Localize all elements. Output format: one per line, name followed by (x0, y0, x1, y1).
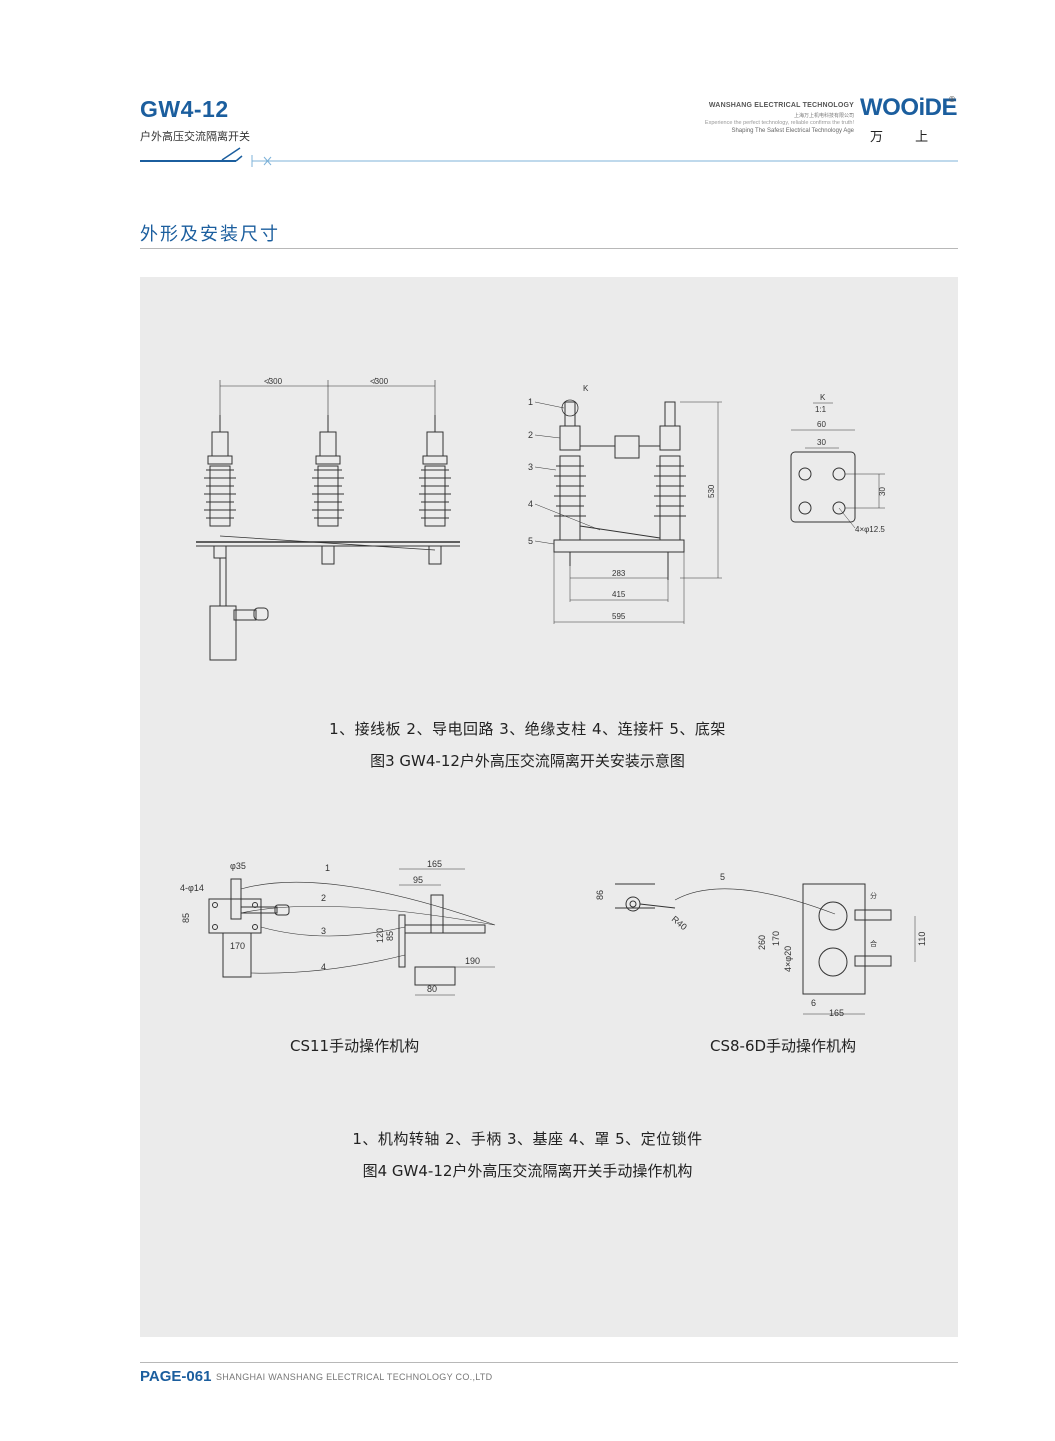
drawing-panel (140, 277, 958, 1337)
company-name: SHANGHAI WANSHANG ELECTRICAL TECHNOLOGY … (216, 1372, 493, 1382)
callout-1: 1 (528, 397, 533, 407)
cs8-6d-mechanism-drawing: 86 R40 5 分 合 260 170 4×φ20 110 6 165 (595, 872, 927, 1018)
section-title: 外形及安装尺寸 (140, 224, 280, 245)
dim-r40: R40 (670, 914, 689, 932)
registered-mark: ® (948, 95, 956, 104)
brand-chinese: 上海万上机电科技有限公司 (793, 113, 854, 119)
footer-divider (140, 1362, 958, 1363)
dim-spacing-right: ≮300 (370, 377, 389, 386)
dim-595: 595 (612, 612, 626, 621)
dim-30-horizontal: 30 (817, 438, 826, 447)
callout-cs11-2: 2 (321, 893, 326, 903)
dim-165: 165 (427, 859, 442, 869)
dim-170: 170 (230, 941, 245, 951)
callout-cs8-5: 5 (720, 872, 725, 882)
dim-holes-20: 4×φ20 (783, 946, 793, 972)
callout-cs11-4: 4 (321, 962, 326, 972)
dim-95: 95 (413, 875, 423, 885)
detail-k-scale: 1:1 (815, 405, 827, 414)
insulator-pole-left (204, 415, 236, 527)
callout-cs11-3: 3 (321, 926, 326, 936)
dim-110: 110 (917, 932, 927, 946)
dim-415: 415 (612, 590, 626, 599)
figure-3-legend: 1、接线板 2、导电回路 3、绝缘支柱 4、连接杆 5、底架 (329, 720, 726, 738)
switch-front-view-drawing: ≮300 ≮300 (196, 377, 460, 661)
callout-3: 3 (528, 462, 533, 472)
dim-spacing-left: ≮300 (264, 377, 283, 386)
figure-4-legend: 1、机构转轴 2、手柄 3、基座 4、罩 5、定位锁件 (352, 1130, 703, 1148)
cs8-6d-label: CS8-6D手动操作机构 (710, 1037, 857, 1055)
dim-170-cs8: 170 (771, 931, 781, 946)
dim-190: 190 (465, 956, 480, 966)
dim-260: 260 (757, 935, 767, 950)
mark-open-top: 分 (870, 891, 877, 900)
dim-85-right: 85 (385, 931, 395, 941)
insulator-pole-middle (312, 415, 344, 527)
figure-4-caption: 图4 GW4-12户外高压交流隔离开关手动操作机构 (362, 1162, 693, 1180)
terminal-plate-detail-k: K 1:1 60 30 30 4×φ12.5 (790, 393, 887, 534)
brand-logo-chinese: 万 上 (870, 130, 929, 145)
dim-holes-14: 4-φ14 (180, 883, 204, 893)
callout-4: 4 (528, 499, 533, 509)
detail-k-label: K (583, 384, 589, 393)
insulator-pole-right (419, 415, 451, 527)
slogan-line-1: Experience the perfect technology, relia… (704, 120, 854, 126)
dim-165-cs8: 165 (829, 1008, 844, 1018)
brand-english: WANSHANG ELECTRICAL TECHNOLOGY (708, 102, 854, 109)
dim-6: 6 (811, 998, 816, 1008)
detail-k-title: K (820, 393, 826, 402)
dim-85-left: 85 (181, 913, 191, 923)
dim-60: 60 (817, 420, 826, 429)
dim-80: 80 (427, 984, 437, 994)
dim-holes-12-5: 4×φ12.5 (855, 525, 885, 534)
model-title: GW4-12 (140, 96, 229, 122)
slogan-line-2: Shaping The Safest Electrical Technology… (731, 128, 854, 134)
dim-120: 120 (375, 928, 385, 943)
cs11-label: CS11手动操作机构 (290, 1037, 420, 1055)
mark-close-bottom: 合 (870, 939, 877, 948)
page-number: PAGE-061 (140, 1368, 212, 1385)
dim-35: φ35 (230, 861, 246, 871)
callout-5: 5 (528, 536, 533, 546)
cs11-mechanism-drawing: φ35 4-φ14 1 2 3 4 170 85 165 95 120 85 1… (180, 859, 496, 996)
brand-logo: WOOiDE (860, 94, 958, 121)
header-decoration (140, 147, 958, 167)
switch-side-view-drawing: K 1 2 3 4 5 530 283 415 595 (528, 384, 722, 624)
callout-2: 2 (528, 430, 533, 440)
figure-3-caption: 图3 GW4-12户外高压交流隔离开关安装示意图 (370, 752, 685, 770)
dim-30-vertical: 30 (878, 487, 887, 496)
dim-86: 86 (595, 890, 605, 900)
product-subtitle: 户外高压交流隔离开关 (140, 130, 250, 143)
section-divider (140, 248, 958, 249)
dim-height-530: 530 (707, 484, 716, 498)
dim-283: 283 (612, 569, 626, 578)
callout-cs11-1: 1 (325, 863, 330, 873)
